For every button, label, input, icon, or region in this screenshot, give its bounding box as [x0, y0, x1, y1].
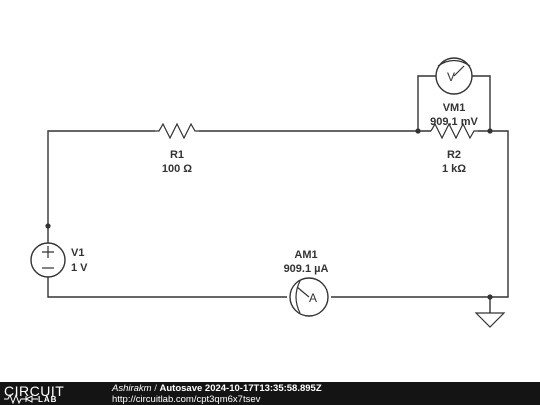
voltmeter-vm1[interactable]: V VM1 909.1 mV [430, 57, 479, 128]
am1-value: 909.1 µA [284, 263, 329, 275]
vm1-value: 909.1 mV [430, 116, 478, 128]
footer-bar: CIRCUIT LAB Ashirakm / Autosave 2024-10-… [0, 382, 540, 405]
meter-needle-icon [437, 59, 471, 77]
circuit-url[interactable]: http://circuitlab.com/cpt3qm6x7tsev [112, 394, 261, 405]
logo-waveform-icon [4, 394, 38, 404]
r1-value: 100 Ω [162, 163, 192, 175]
footer-meta: Ashirakm / Autosave 2024-10-17T13:35:58.… [112, 383, 322, 405]
am1-name: AM1 [294, 249, 317, 261]
resistor-r1-zigzag [155, 122, 199, 140]
meter-needle-icon [295, 280, 310, 314]
author-link[interactable]: Ashirakm [112, 383, 152, 394]
resistor-r2-zigzag [430, 122, 478, 140]
plus-icon [42, 246, 54, 258]
voltmeter-symbol: V [447, 70, 455, 84]
wire-vm1-left [417, 75, 436, 131]
v1-name: V1 [71, 247, 84, 259]
v1-value: 1 V [71, 262, 88, 274]
ammeter-am1[interactable]: A AM1 909.1 µA [284, 249, 329, 317]
junction-nodes [45, 128, 493, 300]
wire-bottom-left [47, 276, 287, 298]
logo-text-top: CIRCUIT [4, 383, 65, 399]
logo-text-bottom: LAB [38, 395, 58, 404]
r2-value: 1 kΩ [442, 163, 466, 175]
separator: / [154, 383, 157, 394]
circuitlab-logo: CIRCUIT LAB [4, 382, 104, 405]
resistor-r2[interactable]: R2 1 kΩ [418, 122, 490, 175]
ammeter-symbol: A [309, 291, 317, 305]
footer-line-1: Ashirakm / Autosave 2024-10-17T13:35:58.… [112, 383, 322, 394]
wire-vm1-right [472, 75, 491, 131]
vm1-name: VM1 [443, 102, 466, 114]
wire-left-top [47, 130, 155, 226]
voltage-source-v1[interactable]: V1 1 V [30, 226, 88, 278]
r1-name: R1 [170, 149, 184, 161]
circuit-title: Autosave 2024-10-17T13:35:58.895Z [159, 383, 322, 394]
ground-icon [474, 312, 506, 328]
r2-name: R2 [447, 149, 461, 161]
resistor-r1[interactable]: R1 100 Ω [155, 122, 199, 175]
ground-symbol [474, 312, 506, 328]
wire-right [490, 130, 509, 298]
circuit-schematic: R1 100 Ω R2 1 kΩ V VM1 909.1 mV V1 1 V A… [30, 57, 509, 328]
node-ground [487, 294, 493, 300]
wires [47, 75, 509, 313]
